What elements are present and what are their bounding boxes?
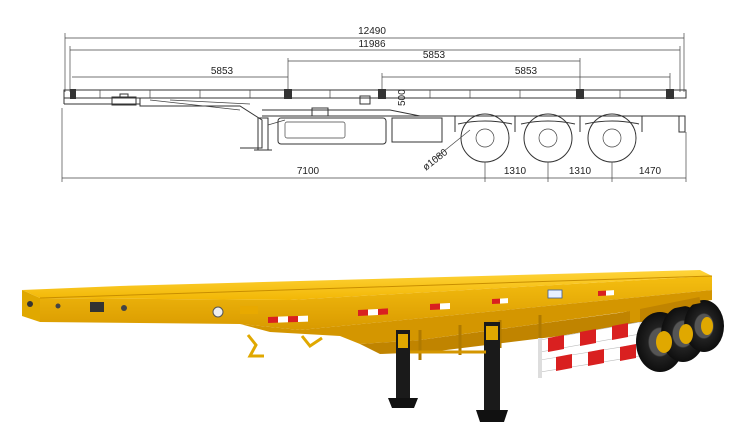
trailer-frame-outline <box>63 89 687 151</box>
twistlock-spacing-label-3: 5853 <box>515 66 538 77</box>
side-guard <box>538 321 641 378</box>
landing-leg-rear <box>476 322 508 422</box>
dimension-overall-length: 12490 <box>64 26 685 92</box>
wheel-2 <box>520 113 576 163</box>
deck-side-rail <box>40 276 712 330</box>
overall-length-label: 12490 <box>358 26 386 37</box>
wheel-3 <box>584 113 640 163</box>
trailer-photo <box>22 270 724 422</box>
rear-axle-wheels <box>636 300 724 372</box>
axle-spacing-label-1: 1310 <box>504 166 527 177</box>
wheel-1 <box>457 113 513 163</box>
deck-length-label: 11986 <box>358 39 386 50</box>
side-lamp <box>212 306 224 318</box>
dimension-twistlock-spacing: 5853 5853 5853 <box>72 50 671 92</box>
main-beam <box>240 290 712 344</box>
twistlock-spacing-label-2: 5853 <box>423 50 446 61</box>
kingpin-to-axle-label: 7100 <box>297 166 320 177</box>
side-elevation-drawing: 12490 11986 5853 5853 5853 <box>61 26 687 182</box>
deck-height-label: 500 <box>397 89 408 106</box>
rear-overhang-label: 1470 <box>639 166 662 177</box>
front-marker-light <box>90 302 104 312</box>
wheel-diameter-label: ø1080 <box>421 147 450 173</box>
landing-leg-front <box>388 330 418 408</box>
reflective-stripes <box>268 289 614 323</box>
landing-gear-drawing <box>254 117 286 151</box>
dimension-deck-length: 11986 <box>69 39 681 92</box>
dimension-bottom: 7100 1310 1310 1470 <box>61 108 687 182</box>
axle-spacing-label-2: 1310 <box>569 166 592 177</box>
axle-group-drawing <box>454 113 643 163</box>
twistlock-spacing-label-1: 5853 <box>211 66 234 77</box>
